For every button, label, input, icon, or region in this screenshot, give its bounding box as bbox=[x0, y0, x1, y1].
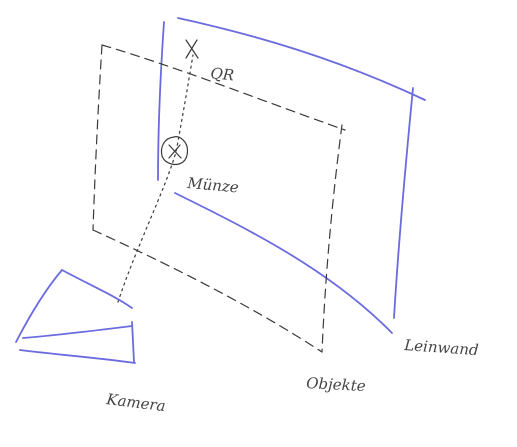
camera-middle-ray bbox=[22, 325, 133, 339]
label-camera: Kamera bbox=[105, 390, 167, 415]
label-coin: Münze bbox=[186, 174, 240, 197]
canvas-right-edge bbox=[393, 87, 414, 319]
camera-lower-ray bbox=[19, 349, 136, 364]
coin-circle-icon bbox=[160, 136, 189, 166]
objects-plane bbox=[92, 44, 346, 353]
canvas-plane bbox=[157, 17, 426, 334]
label-objects: Objekte bbox=[306, 374, 366, 395]
camera-icon bbox=[15, 269, 136, 364]
canvas-left-edge bbox=[157, 21, 165, 181]
objects-bottom-edge bbox=[92, 229, 323, 353]
label-canvas: Leinwand bbox=[403, 336, 479, 359]
camera-image-plane bbox=[131, 321, 135, 363]
camera-upper-ray bbox=[61, 269, 133, 309]
objects-right-edge bbox=[321, 124, 343, 353]
objects-top-edge bbox=[101, 44, 346, 131]
coin-cross-icon bbox=[168, 144, 182, 159]
qr-marker bbox=[185, 39, 199, 59]
coin-marker bbox=[160, 136, 189, 166]
label-qr: QR bbox=[210, 64, 235, 84]
camera-upper-edge bbox=[15, 269, 63, 343]
sight-line bbox=[117, 54, 194, 303]
canvas-bottom-edge bbox=[174, 192, 393, 334]
canvas-top-edge bbox=[177, 17, 426, 101]
qr-cross-icon bbox=[185, 39, 199, 59]
objects-left-edge bbox=[92, 44, 103, 231]
